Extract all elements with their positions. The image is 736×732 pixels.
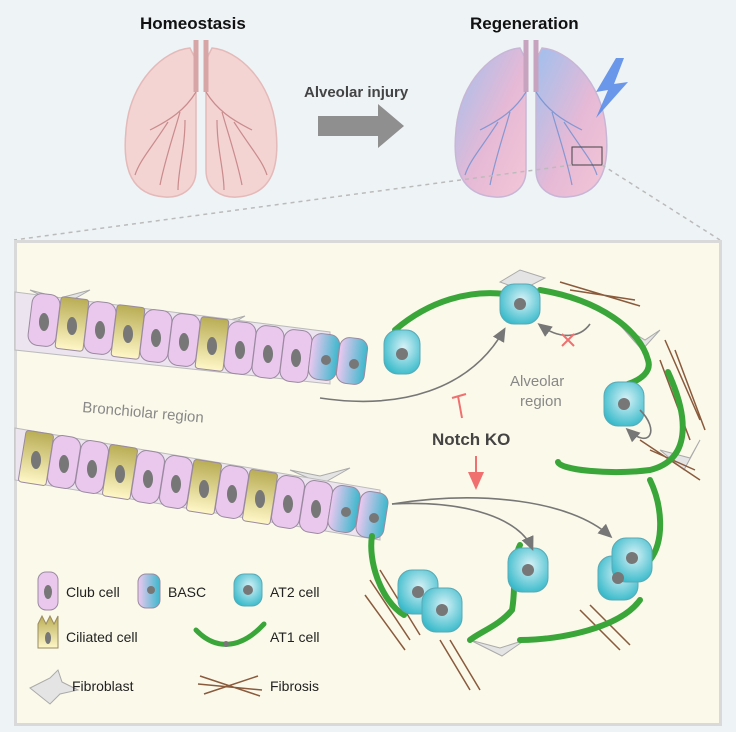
at2-cells <box>383 283 653 633</box>
injury-arrow-label: Alveolar injury <box>304 84 409 101</box>
legend-ciliated-label: Ciliated cell <box>66 629 138 645</box>
legend-at2-label: AT2 cell <box>270 584 320 600</box>
header-illustration <box>13 40 721 240</box>
lineage-arrows <box>319 323 652 551</box>
legend-at1-label: AT1 cell <box>270 629 320 645</box>
legend-at1-icon <box>193 621 267 647</box>
injury-arrow-icon <box>318 104 404 148</box>
lower-epithelium <box>14 427 389 541</box>
legend-basc-icon <box>137 573 161 609</box>
legend-ciliated-icon <box>37 614 59 649</box>
legend-club-icon <box>37 571 59 611</box>
legend-fibroblast-label: Fibroblast <box>72 678 134 694</box>
alveolar-label-2: region <box>520 393 562 410</box>
legend-at2-icon <box>233 573 263 607</box>
notch-ko-label: Notch KO <box>432 430 510 449</box>
bronchiolar-label: Bronchiolar region <box>82 399 205 427</box>
blocked-arrow-icon <box>561 333 575 347</box>
legend-fibrosis-label: Fibrosis <box>270 678 319 694</box>
injured-lungs-icon <box>454 40 628 198</box>
legend-fibrosis-icon <box>197 675 263 697</box>
legend-basc-label: BASC <box>168 584 206 600</box>
legend: Club cell BASC AT2 cell Ciliated cell AT… <box>29 571 320 705</box>
homeostasis-title: Homeostasis <box>140 14 246 33</box>
at1-membranes <box>368 287 686 643</box>
notch-inhibit-icon <box>451 393 484 490</box>
legend-club-label: Club cell <box>66 584 120 600</box>
healthy-lungs-icon <box>124 40 278 198</box>
alveolar-label-1: Alveolar <box>510 373 564 390</box>
upper-epithelium <box>14 291 369 385</box>
fibrosis-strands <box>364 281 706 691</box>
legend-fibroblast-icon <box>29 669 80 705</box>
regeneration-title: Regeneration <box>470 14 579 33</box>
lightning-icon <box>596 58 628 118</box>
